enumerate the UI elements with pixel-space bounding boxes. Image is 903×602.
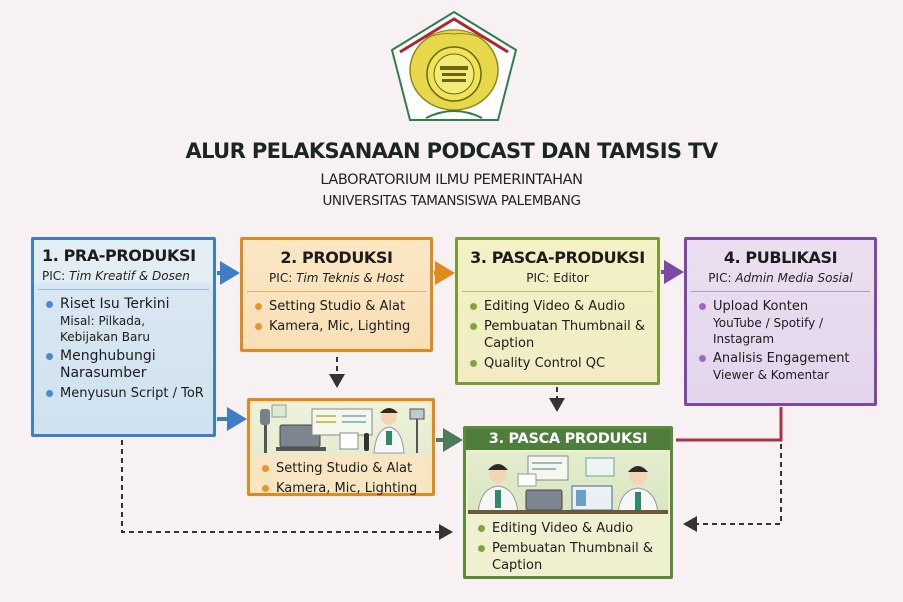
bullet-icon <box>255 303 262 310</box>
item-text: Riset Isu Terkini <box>60 296 170 312</box>
item-subtext: Viewer & Komentar <box>713 368 830 382</box>
item-subtext: YouTube / Spotify / Instagram <box>713 316 824 346</box>
diagram-title: ALUR PELAKSANAAN PODCAST DAN TAMSIS TV <box>185 139 718 163</box>
divider <box>247 291 426 292</box>
pasca-title-bar: 3. PASCA PRODUKSI <box>466 429 670 450</box>
stage-publikasi: 4. PUBLIKASI PIC: Admin Media Sosial Upl… <box>684 237 877 406</box>
bullet-icon <box>262 465 269 472</box>
bullet-icon <box>470 360 477 367</box>
list-item: Pembuatan Thumbnail & Caption <box>468 318 649 352</box>
list-item: Editing Video & Audio <box>476 520 662 537</box>
bullet-icon <box>470 303 477 310</box>
item-text: Editing Video & Audio <box>484 299 626 314</box>
pic-label: PIC: <box>526 271 550 285</box>
item-text: Editing Video & Audio <box>492 521 634 536</box>
stage-title: 4. PUBLIKASI <box>723 248 838 267</box>
bullet-icon <box>255 323 262 330</box>
item-text: Menyusun Script / ToR <box>60 386 204 401</box>
task-list: Editing Video & Audio Pembuatan Thumbnai… <box>466 516 670 574</box>
list-item: Kamera, Mic, Lighting <box>253 318 422 335</box>
divider <box>691 291 870 292</box>
stage-pic: PIC: Tim Teknis & Host <box>243 271 430 285</box>
bullet-icon <box>46 390 53 397</box>
bullet-icon <box>262 485 269 492</box>
arrow-4-dashed-to-3i <box>683 444 782 532</box>
list-item: Editing Video & Audio <box>468 298 649 315</box>
item-text: Kamera, Mic, Lighting <box>269 319 411 334</box>
task-list: Editing Video & Audio Pembuatan Thumbnai… <box>458 292 657 372</box>
stage-pic: PIC: Tim Kreatif & Dosen <box>42 269 213 283</box>
stage-header: 3. PASCA-PRODUKSI PIC: Editor <box>458 240 657 285</box>
illustrated-produksi: Setting Studio & Alat Kamera, Mic, Light… <box>247 398 435 496</box>
bullet-icon <box>470 323 477 330</box>
list-item: Setting Studio & Alat <box>253 298 422 315</box>
item-text: Setting Studio & Alat <box>276 461 413 476</box>
stage-title: 2. PRODUKSI <box>280 248 393 267</box>
pic-label: PIC: <box>42 269 66 283</box>
stage-header: 2. PRODUKSI PIC: Tim Teknis & Host <box>243 240 430 285</box>
university-logo <box>390 10 518 121</box>
item-text: Setting Studio & Alat <box>269 299 406 314</box>
stage-pasca-produksi: 3. PASCA-PRODUKSI PIC: Editor Editing Vi… <box>455 237 660 385</box>
pic-value: Admin Media Sosial <box>735 271 853 285</box>
studio-illustration <box>252 403 430 455</box>
stage-pic: PIC: Admin Media Sosial <box>687 271 874 285</box>
pic-label: PIC: <box>708 271 732 285</box>
list-item: Menghubungi Narasumber <box>44 348 205 382</box>
pic-label: PIC: <box>269 271 293 285</box>
bullet-icon <box>699 355 706 362</box>
item-text: Pembuatan Thumbnail & Caption <box>484 319 645 351</box>
bullet-icon <box>478 545 485 552</box>
item-text: Analisis Engagement <box>713 351 850 366</box>
item-subtext: Misal: Pilkada, Kebijakan Baru <box>60 314 150 344</box>
logo-red-stripe <box>399 17 509 54</box>
divider <box>462 291 653 292</box>
bullet-icon <box>46 353 53 360</box>
item-text: Menghubungi Narasumber <box>60 348 156 381</box>
subtitle-lab: LABORATORIUM ILMU PEMERINTAHAN <box>320 172 583 188</box>
bullet-icon <box>46 301 53 308</box>
item-text: Kamera, Mic, Lighting <box>276 481 418 496</box>
editing-illustration <box>468 452 668 514</box>
stage-produksi: 2. PRODUKSI PIC: Tim Teknis & Host Setti… <box>240 237 433 352</box>
pic-value: Editor <box>553 271 589 285</box>
task-list: Setting Studio & Alat Kamera, Mic, Light… <box>250 457 432 497</box>
list-item: Menyusun Script / ToR <box>44 385 205 402</box>
bullet-icon <box>478 525 485 532</box>
item-text: Upload Konten <box>713 299 809 314</box>
pic-value: Tim Teknis & Host <box>296 271 404 285</box>
stage-header: 1. PRA-PRODUKSI PIC: Tim Kreatif & Dosen <box>34 240 213 283</box>
stage-header: 4. PUBLIKASI PIC: Admin Media Sosial <box>687 240 874 285</box>
list-item: Pembuatan Thumbnail & Caption <box>476 540 662 574</box>
stage-title: 3. PASCA-PRODUKSI <box>470 248 645 267</box>
stage-title: 1. PRA-PRODUKSI <box>42 246 196 265</box>
illustrated-pasca-produksi: 3. PASCA PRODUKSI Editing Video & Audio … <box>463 426 673 579</box>
studio-scene-icon <box>260 404 425 454</box>
bullet-icon <box>699 303 706 310</box>
editors-scene-icon <box>468 455 668 514</box>
pic-value: Tim Kreatif & Dosen <box>69 269 190 283</box>
stage-pic: PIC: Editor <box>458 271 657 285</box>
task-list: Setting Studio & Alat Kamera, Mic, Light… <box>243 292 430 335</box>
list-item: Setting Studio & Alat <box>260 460 424 477</box>
subtitle-university: UNIVERSITAS TAMANSISWA PALEMBANG <box>322 193 581 209</box>
divider <box>38 289 209 290</box>
item-text: Pembuatan Thumbnail & Caption <box>492 541 653 573</box>
line-4-to-3i <box>676 407 783 442</box>
list-item: Kamera, Mic, Lighting <box>260 480 424 497</box>
stage-pra-produksi: 1. PRA-PRODUKSI PIC: Tim Kreatif & Dosen… <box>31 237 216 437</box>
list-item: Quality Control QC <box>468 355 649 372</box>
item-text: Quality Control QC <box>484 356 606 371</box>
